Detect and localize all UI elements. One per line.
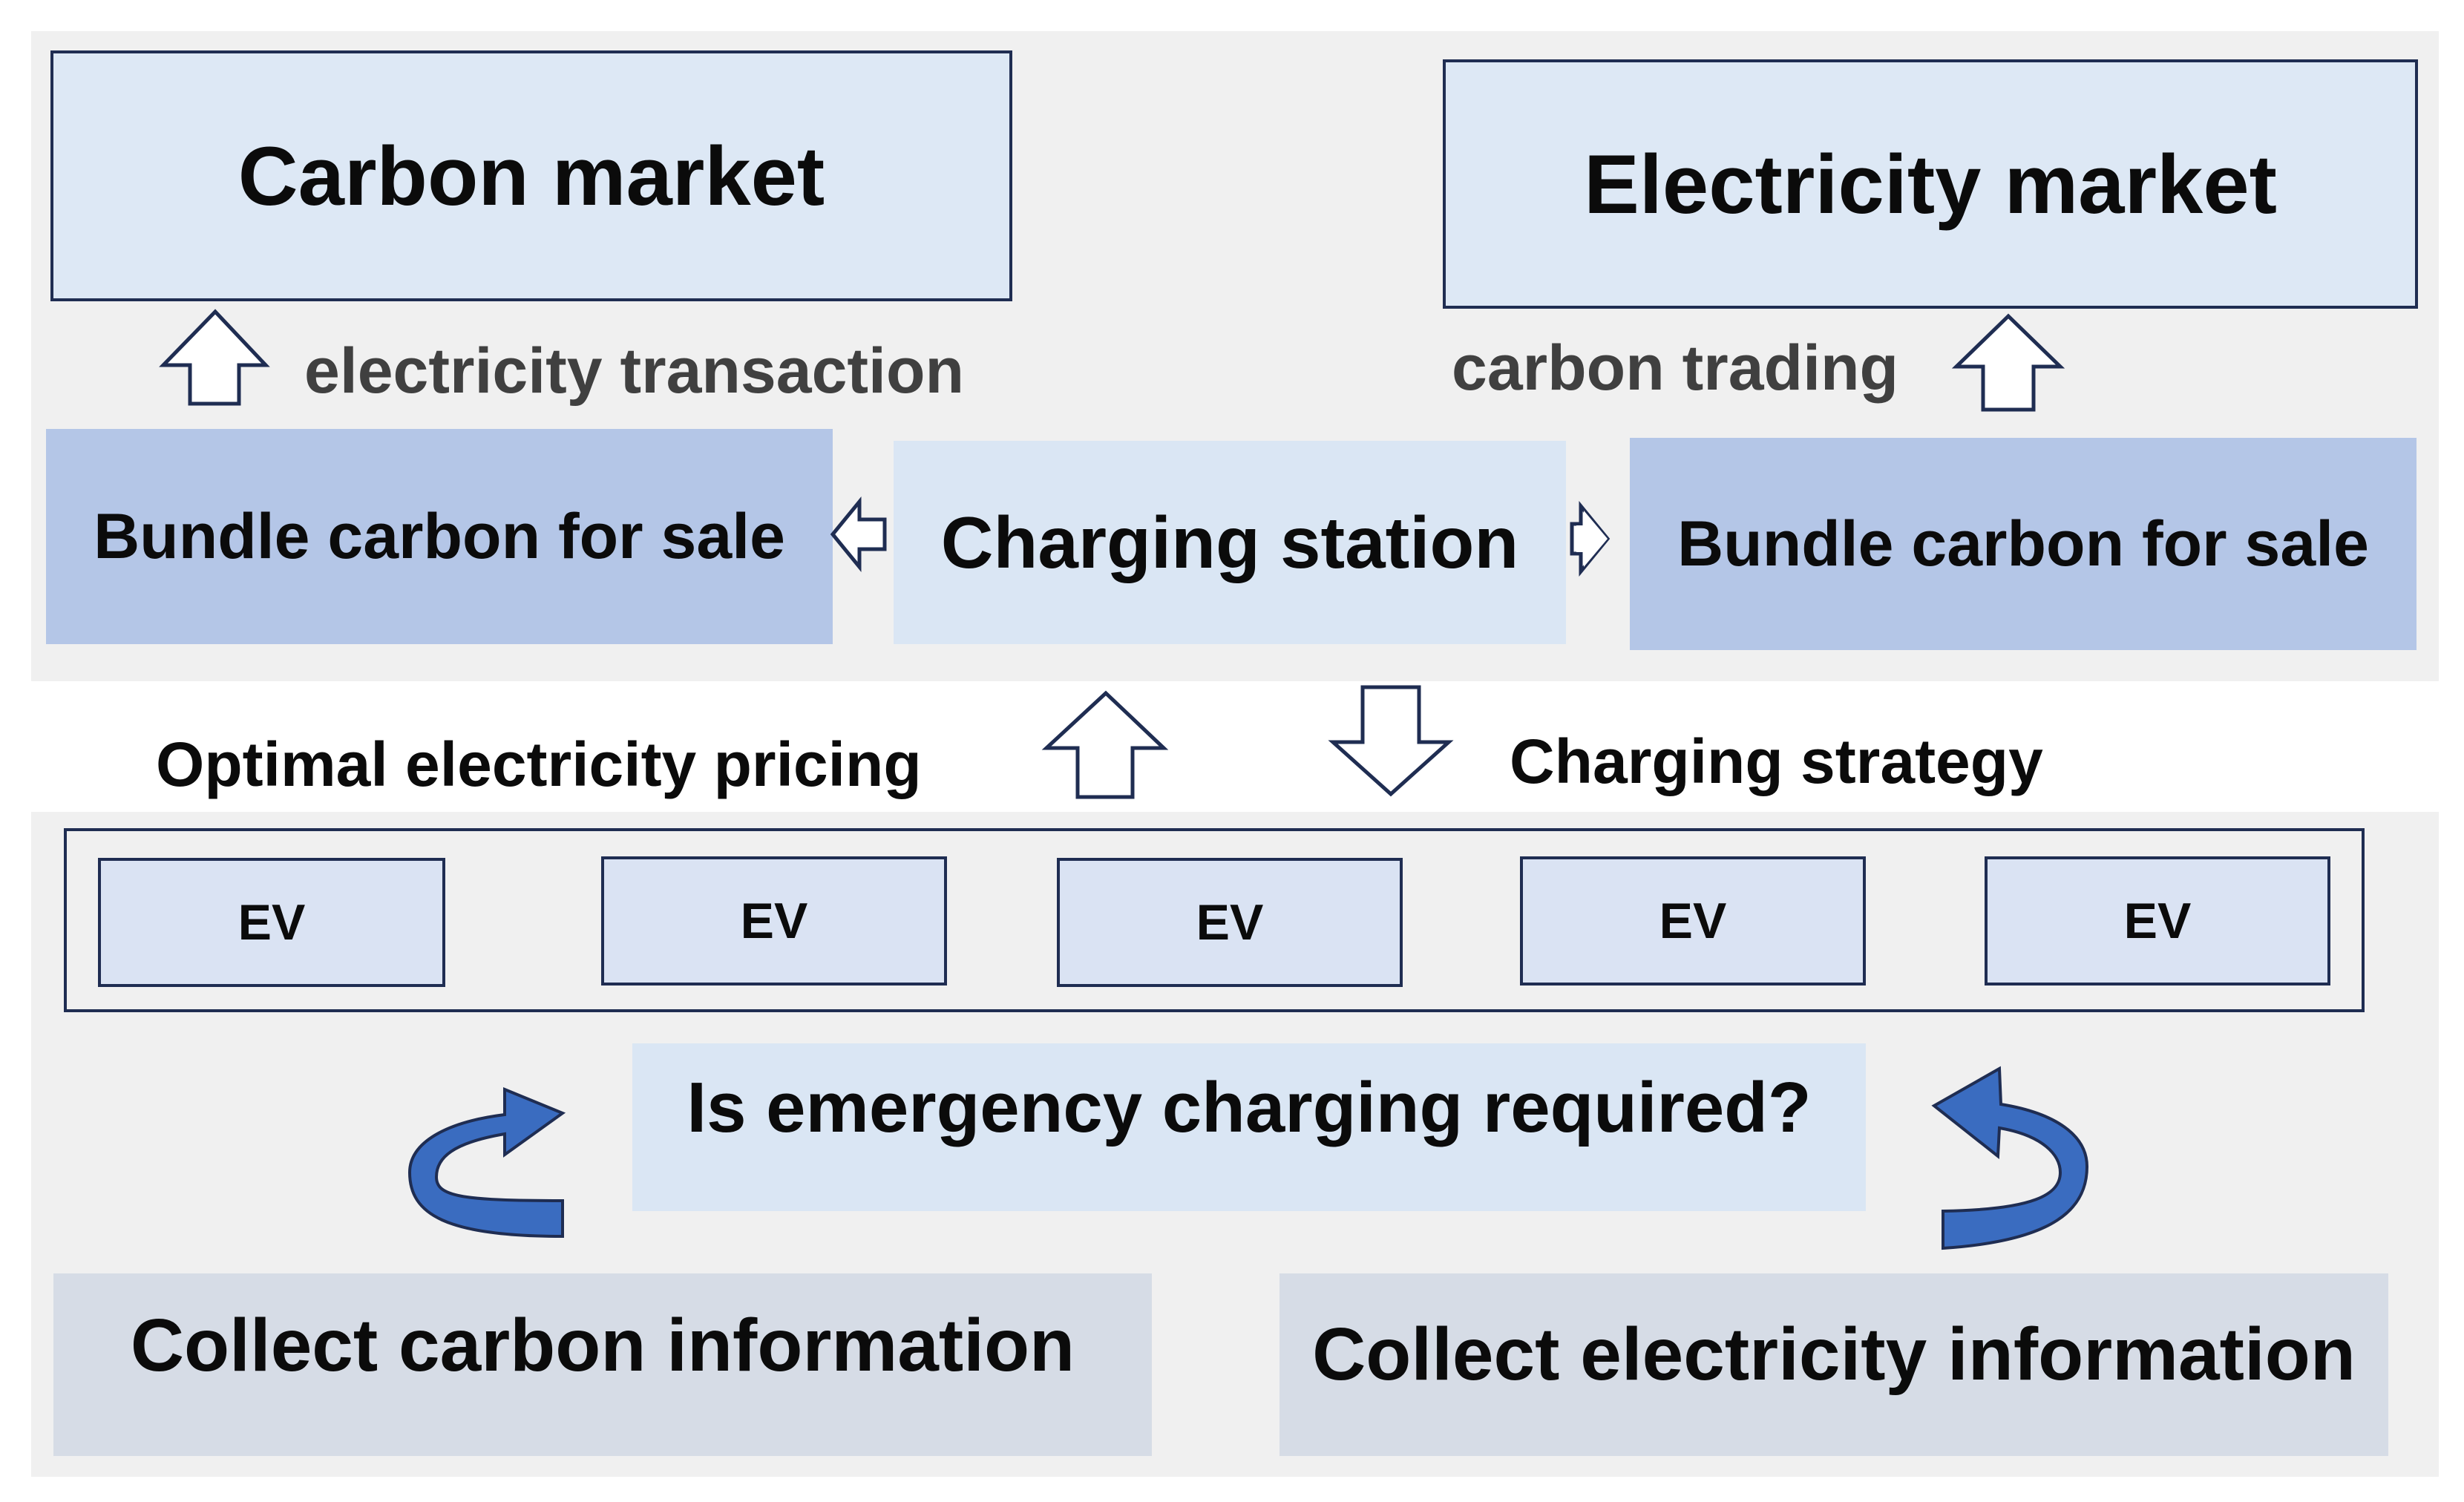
ev-box: EV — [98, 858, 445, 987]
electricity-market-box: Electricity market — [1443, 59, 2418, 309]
carbon-trading-label: carbon trading — [1452, 332, 1899, 404]
collect-carbon-box: Collect carbon information — [53, 1273, 1152, 1456]
ev-label: EV — [1659, 893, 1727, 949]
optimal-pricing-label: Optimal electricity pricing — [156, 729, 922, 799]
collect-electricity-label: Collect electricity information — [1312, 1313, 2356, 1396]
emergency-question-box: Is emergency charging required? — [632, 1043, 1866, 1211]
ev-box: EV — [1057, 858, 1403, 987]
up-arrow-icon — [159, 309, 270, 406]
curved-arrow-icon — [407, 1087, 566, 1239]
collect-carbon-label: Collect carbon information — [130, 1304, 1075, 1387]
electricity-transaction-label: electricity transaction — [304, 335, 965, 407]
bundle-carbon-right: Bundle carbon for sale — [1630, 438, 2417, 650]
bundle-carbon-left-label: Bundle carbon for sale — [94, 500, 785, 572]
carbon-market-label: Carbon market — [237, 129, 825, 223]
ev-label: EV — [1196, 894, 1264, 951]
curved-arrow-icon — [1931, 1066, 2089, 1250]
carbon-market-box: Carbon market — [50, 50, 1012, 301]
down-arrow-icon — [1328, 685, 1454, 797]
bundle-carbon-right-label: Bundle carbon for sale — [1677, 508, 2369, 580]
charging-station-label: Charging station — [940, 501, 1519, 583]
charging-station-box: Charging station — [894, 441, 1566, 644]
bundle-carbon-left: Bundle carbon for sale — [46, 429, 833, 644]
ev-box: EV — [1520, 856, 1866, 986]
collect-electricity-box: Collect electricity information — [1279, 1273, 2388, 1456]
up-arrow-icon — [1951, 313, 2065, 412]
right-arrow-icon — [1570, 500, 1611, 577]
electricity-market-label: Electricity market — [1584, 137, 2277, 231]
ev-label: EV — [740, 893, 808, 949]
ev-label: EV — [2123, 893, 2192, 949]
ev-box: EV — [601, 856, 947, 986]
left-arrow-icon — [830, 496, 887, 573]
charging-strategy-label: Charging strategy — [1510, 727, 2043, 796]
up-arrow-icon — [1041, 690, 1169, 799]
ev-box: EV — [1985, 856, 2330, 986]
emergency-question-label: Is emergency charging required? — [687, 1068, 1812, 1147]
ev-label: EV — [237, 894, 306, 951]
